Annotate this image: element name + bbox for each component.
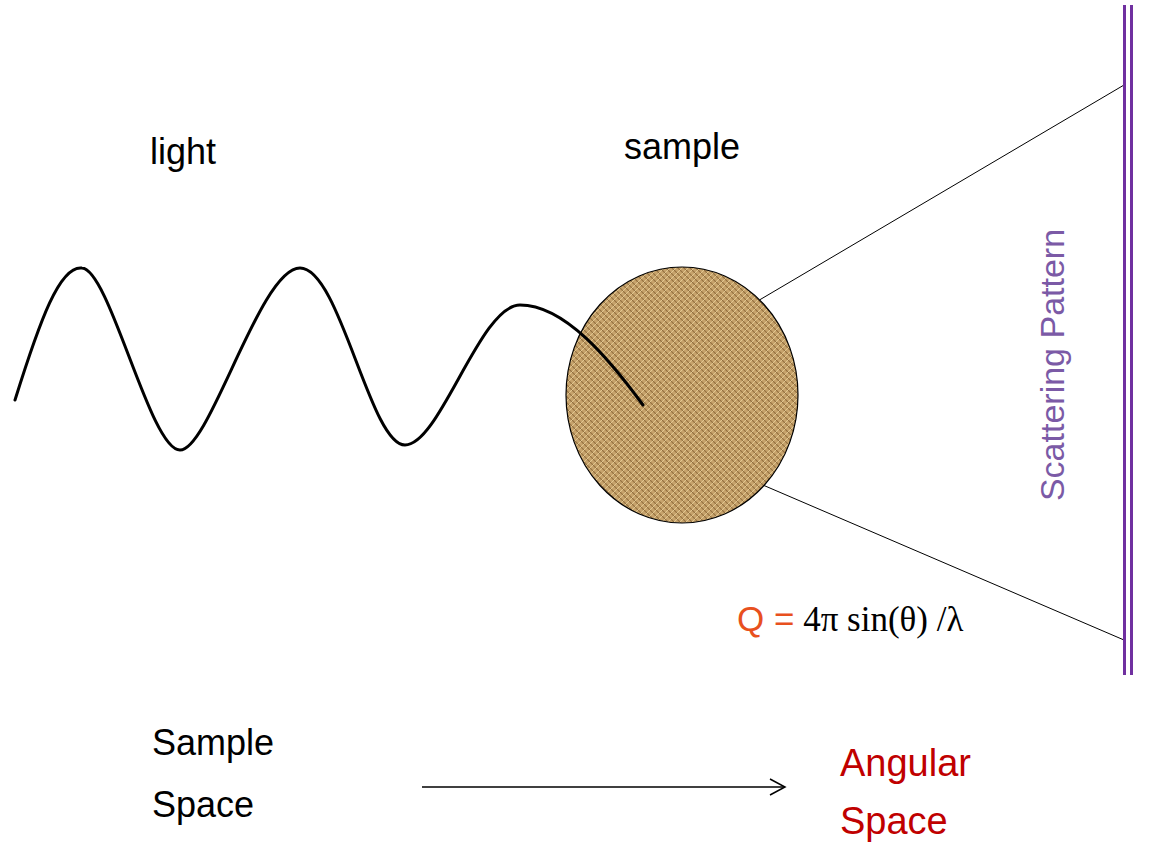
formula-symbol: Q = [737,599,794,638]
node-heading: sample [526,125,838,169]
screen-line [1130,5,1133,675]
screen-line [1123,5,1126,675]
detector-screen: Scattering Pattern [1020,5,1135,675]
screen-label: Scattering Pattern [1032,229,1072,501]
sample-ellipse: sample [566,120,798,530]
formula-label: Q = 4π sin(θ) /λ [733,597,967,642]
input-label: light [150,130,350,174]
scatter-ray [764,486,1124,640]
space-label-red: Angular Space [840,734,1050,850]
light-wave-group [15,268,643,450]
sample-fill [566,267,798,523]
mapping-arrowhead [770,779,785,795]
space-label: Sample Space [152,712,327,836]
mapping-arrow [422,786,784,788]
light-wave [15,268,643,450]
formula-expression: 4π sin(θ) /λ [794,600,963,639]
sample-outline [566,120,798,530]
